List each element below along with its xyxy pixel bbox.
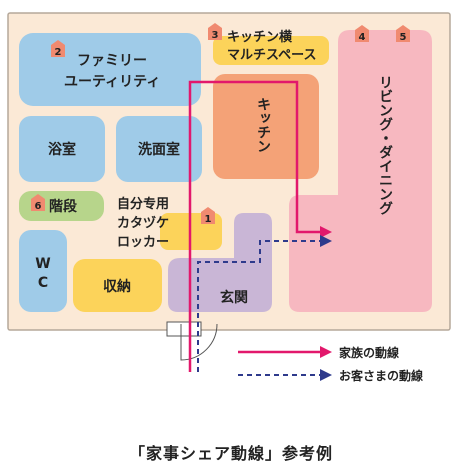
- badge-5-text: 5: [400, 32, 407, 43]
- kitchen-room: [213, 74, 319, 179]
- entrance-label: 玄関: [220, 289, 248, 306]
- kitchen-label: キッチン: [255, 97, 271, 153]
- storage-room: [73, 259, 162, 312]
- locker-label-3: ロッカー: [117, 235, 169, 250]
- guest-route-arrow: [320, 235, 332, 247]
- living-dining-label: リビング・ダイニング: [377, 75, 393, 215]
- family-route-arrow: [320, 226, 332, 238]
- family-utility-label-1: ファミリー: [77, 53, 147, 69]
- wc-room: [19, 230, 67, 312]
- badge-4: 4: [355, 25, 369, 43]
- locker-label-1: 自分专用: [117, 196, 169, 212]
- washroom-room: [116, 116, 202, 182]
- locker-label-2: カタヅケ: [117, 215, 169, 231]
- badge-6: 6: [31, 194, 45, 212]
- bathroom-room: [19, 116, 105, 182]
- kitchen-multispace-label-2: マルチスペース: [227, 48, 316, 63]
- figure-caption: 「家事シェア動線」参考例: [128, 444, 333, 463]
- kitchen-multispace-room: [213, 36, 329, 65]
- legend-family-text: 家族の動線: [339, 345, 399, 360]
- family-route-line: [188, 80, 322, 372]
- door-swing: [180, 323, 218, 361]
- badge-3-text: 3: [212, 30, 219, 41]
- legend-guest-text: お客さまの動線: [339, 368, 423, 383]
- storage-label: 収納: [103, 278, 131, 295]
- guest-route-line: [197, 240, 322, 372]
- badge-5: 5: [396, 25, 410, 43]
- legend-family-arrow: [320, 346, 332, 358]
- washroom-label: 洗面室: [138, 141, 180, 158]
- badge-1: 1: [201, 207, 215, 225]
- wc-label-1: W: [35, 256, 50, 272]
- badge-1-text: 1: [205, 214, 212, 225]
- front-door: [166, 321, 202, 337]
- family-utility-room: [19, 33, 201, 106]
- legend-guest-arrow: [320, 369, 332, 381]
- stairs-label: 階段: [49, 198, 77, 215]
- badge-2-text: 2: [55, 47, 62, 58]
- badge-6-text: 6: [35, 201, 42, 212]
- wc-label-2: C: [38, 275, 48, 291]
- badge-2: 2: [51, 40, 65, 58]
- family-utility-label-2: ユーティリティ: [64, 74, 160, 90]
- badge-3: 3: [208, 23, 222, 41]
- bathroom-label: 浴室: [48, 141, 76, 158]
- badge-4-text: 4: [359, 32, 366, 43]
- kitchen-multispace-label-1: キッチン横: [227, 29, 293, 45]
- entrance-room: [168, 213, 272, 312]
